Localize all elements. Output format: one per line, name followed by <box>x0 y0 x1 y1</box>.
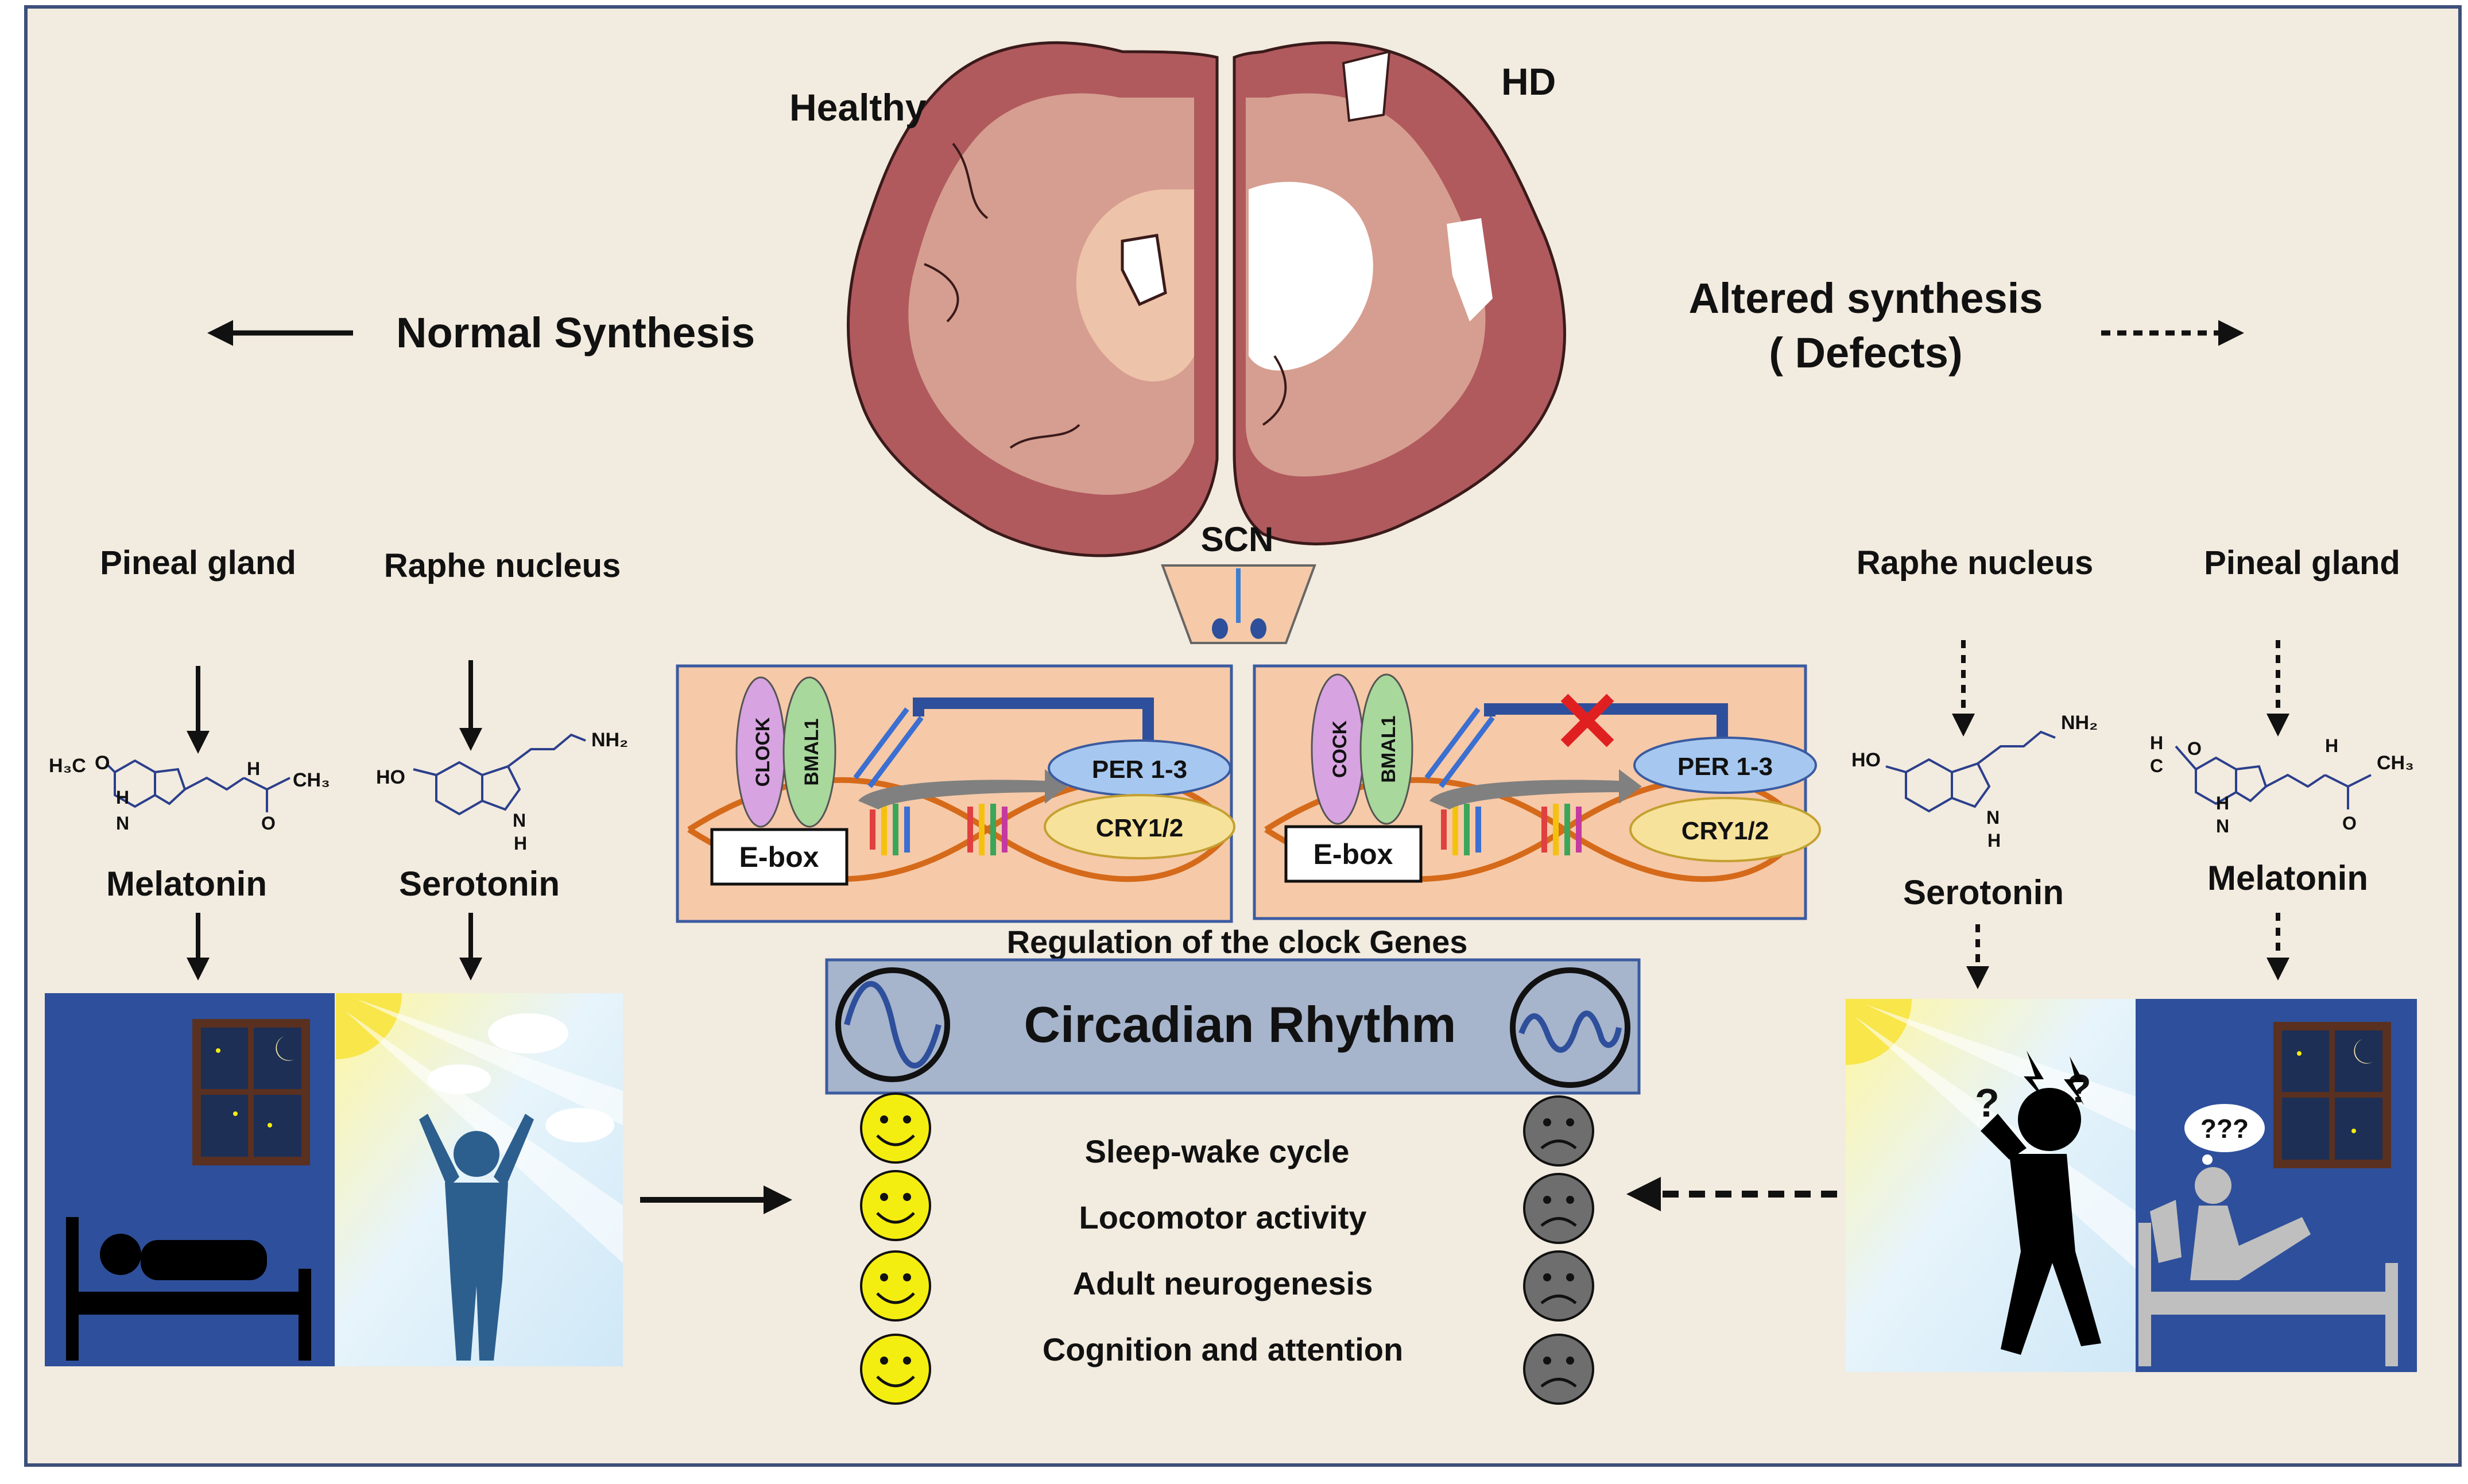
per-label-healthy: PER 1-3 <box>1092 755 1187 784</box>
happy-face <box>860 1334 931 1405</box>
lightning-bolt-icon <box>2024 1051 2047 1102</box>
defects-label: ( Defects) <box>1769 329 1962 377</box>
stressed-person-scene-right: ? ? <box>1846 999 2136 1372</box>
melatonin-left-n: N <box>116 813 129 834</box>
melatonin-left-ch3: CH₃ <box>293 769 330 791</box>
healthy-label: Healthy <box>789 86 927 129</box>
clock-label-hd: COCK <box>1329 720 1351 778</box>
bmal-protein-hd <box>1359 673 1413 825</box>
melatonin-left-o2: O <box>261 813 276 834</box>
melatonin-right-ch3: CH₃ <box>2377 752 2414 774</box>
sad-face <box>1523 1095 1594 1167</box>
serotonin-left-h: H <box>514 833 527 854</box>
bmal-label-hd: BMAL1 <box>1378 715 1400 782</box>
scn-diagram <box>1161 564 1316 644</box>
serotonin-structure-left <box>413 733 586 816</box>
disrupted-rhythm-icon <box>1510 967 1630 1088</box>
right-melatonin-label: Melatonin <box>2207 859 2368 897</box>
hd-sulci <box>1262 355 1287 426</box>
happy-face <box>860 1092 931 1164</box>
serotonin-right-n: N <box>1986 807 2000 828</box>
cry-protein-hd <box>1629 797 1821 862</box>
bmal-label-healthy: BMAL1 <box>801 718 823 785</box>
outcome-locomotor: Locomotor activity <box>1079 1199 1367 1235</box>
right-serotonin-label: Serotonin <box>1903 873 2064 912</box>
cry-label-hd: CRY1/2 <box>1682 817 1769 845</box>
per-protein-hd <box>1633 737 1817 794</box>
melatonin-right-h2: H <box>2216 793 2229 813</box>
ebox-label-hd: E-box <box>1314 838 1393 870</box>
cry-label-healthy: CRY1/2 <box>1096 814 1183 842</box>
healthy-cortex-inner <box>908 93 1194 495</box>
hd-atrophy-top <box>1342 50 1391 122</box>
hd-atrophy-right <box>1447 218 1493 321</box>
left-serotonin-label: Serotonin <box>399 865 560 903</box>
happy-faces <box>860 1092 931 1405</box>
ebox-healthy <box>710 828 849 886</box>
awake-night-scene-right <box>2136 999 2417 1372</box>
serotonin-structure-right <box>1885 730 2056 813</box>
melatonin-right-n: N <box>2216 816 2229 836</box>
left-melatonin-label: Melatonin <box>106 865 267 903</box>
sad-face <box>1523 1334 1594 1405</box>
hd-enlarged-ventricle <box>1249 181 1373 371</box>
melatonin-left-amide: H <box>247 758 260 779</box>
circadian-rhythm-box <box>825 958 1641 1095</box>
serotonin-right-h: H <box>1987 830 2001 851</box>
thought-bubble-text: ??? <box>2200 1114 2249 1144</box>
scn-label: SCN <box>1201 520 1274 559</box>
cry-protein-healthy <box>1044 794 1235 859</box>
serotonin-left-ho: HO <box>376 766 405 788</box>
outcome-sleep-wake: Sleep-wake cycle <box>1085 1133 1350 1169</box>
serotonin-right-ho: HO <box>1851 749 1881 771</box>
left-pineal-label: Pineal gland <box>100 544 296 582</box>
serotonin-right-nh2: NH₂ <box>2061 712 2098 734</box>
sad-face <box>1523 1250 1594 1322</box>
circadian-rhythm-title: Circadian Rhythm <box>1024 996 1456 1053</box>
melatonin-right-o2: O <box>2342 813 2357 834</box>
normal-rhythm-icon <box>835 967 950 1082</box>
melatonin-structure-right <box>2175 745 2372 809</box>
lightning-bolt-icon <box>2064 1056 2084 1105</box>
healthy-ventricle <box>1121 234 1167 307</box>
normal-synthesis-label: Normal Synthesis <box>396 309 755 357</box>
right-raphe-label: Raphe nucleus <box>1857 544 2094 582</box>
clock-label-healthy: CLOCK <box>752 717 774 786</box>
serotonin-left-n: N <box>513 810 526 831</box>
happy-face <box>860 1170 931 1241</box>
altered-synthesis-label: Altered synthesis <box>1689 274 2043 322</box>
outcome-cognition: Cognition and attention <box>1043 1331 1403 1367</box>
melatonin-left-o: O <box>95 752 110 774</box>
ebox-hd <box>1284 825 1423 883</box>
night-sleep-scene-left <box>45 993 335 1366</box>
brain-coronal-section <box>847 41 1566 557</box>
serotonin-left-nh2: NH₂ <box>591 729 628 751</box>
bmal-protein-healthy <box>782 676 836 828</box>
melatonin-right-h: H <box>2150 733 2163 753</box>
left-raphe-label: Raphe nucleus <box>384 547 621 584</box>
right-pineal-label: Pineal gland <box>2204 544 2400 582</box>
outcome-neurogenesis: Adult neurogenesis <box>1073 1265 1373 1301</box>
question-mark-icon: ? <box>2067 1066 2091 1111</box>
question-mark-icon: ? <box>1975 1080 2000 1125</box>
melatonin-right-c: C <box>2150 755 2163 776</box>
ebox-label-healthy: E-box <box>739 841 819 873</box>
hd-label: HD <box>1501 60 1556 103</box>
morning-wake-scene-left <box>336 993 623 1366</box>
sad-face <box>1523 1173 1594 1244</box>
thought-bubble <box>2184 1104 2265 1152</box>
melatonin-right-amide-h: H <box>2325 735 2338 756</box>
healthy-sulci <box>924 142 1080 449</box>
happy-face <box>860 1250 931 1322</box>
clock-genes-caption: Regulation of the clock Genes <box>1007 924 1468 960</box>
melatonin-left-h: H <box>116 787 129 808</box>
melatonin-right-o: O <box>2187 738 2202 759</box>
sad-faces <box>1523 1095 1594 1405</box>
per-label-hd: PER 1-3 <box>1677 753 1773 781</box>
melatonin-left-h3c: H₃C <box>49 755 86 777</box>
melatonin-structure-left <box>105 759 290 812</box>
